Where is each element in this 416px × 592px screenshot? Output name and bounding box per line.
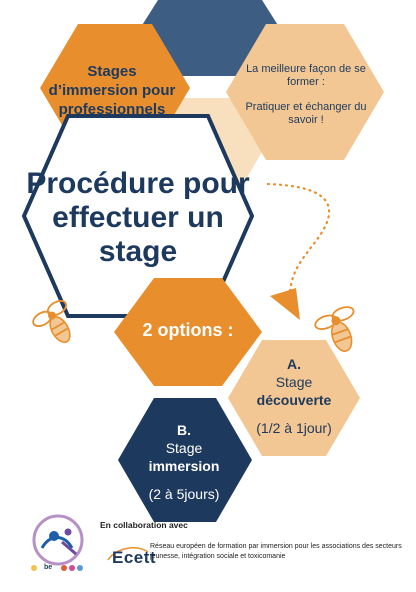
option-b: B. Stage immersion (2 à 5jours) (122, 404, 246, 520)
option-a-duration: (1/2 à 1jour) (256, 420, 332, 436)
ecett-logo: Ecett (112, 548, 157, 567)
option-a: A. Stage découverte (1/2 à 1jour) (232, 340, 356, 452)
peach-hexagon-top (226, 24, 384, 160)
option-a-letter: A. (287, 356, 301, 372)
navy-hexagon-b (118, 398, 252, 522)
title-label: Procédure pour effectuer un stage (26, 167, 250, 268)
bee-left-icon (32, 300, 71, 344)
tagline-text: La meilleure façon de se former : Pratiq… (232, 40, 380, 150)
collaboration-text: En collaboration avec (100, 520, 188, 530)
ecett-swoosh (107, 547, 149, 561)
partner-logo (32, 514, 84, 566)
tagline-line1: La meilleure façon de se former : (246, 63, 366, 88)
be-logo: be (44, 564, 53, 571)
bee-right-icon (314, 306, 355, 352)
tagline-line2: Pratiquer et échanger du savoir ! (245, 101, 367, 126)
stages-immersion-text: Stages d’immersion pour professionnels (44, 40, 180, 140)
options-label: 2 options : (142, 319, 234, 340)
page-title: Procédure pour effectuer un stage (18, 150, 258, 286)
small-logos (31, 565, 83, 571)
arrow-head (270, 288, 300, 320)
orange-hexagon-options (114, 278, 262, 386)
network-description: Réseau européen de formation par immersi… (150, 543, 402, 560)
option-b-letter: B. (177, 422, 191, 438)
option-a-type: découverte (256, 392, 332, 408)
dotted-arrow (266, 182, 331, 294)
option-a-label: Stage (275, 374, 313, 390)
peach-hexagon-a (228, 340, 360, 456)
option-b-duration: (2 à 5jours) (148, 486, 220, 502)
option-b-type: immersion (148, 458, 220, 474)
options-heading: 2 options : (120, 300, 256, 360)
option-b-label: Stage (165, 440, 203, 456)
stages-immersion-label: Stages d’immersion pour professionnels (48, 62, 176, 118)
